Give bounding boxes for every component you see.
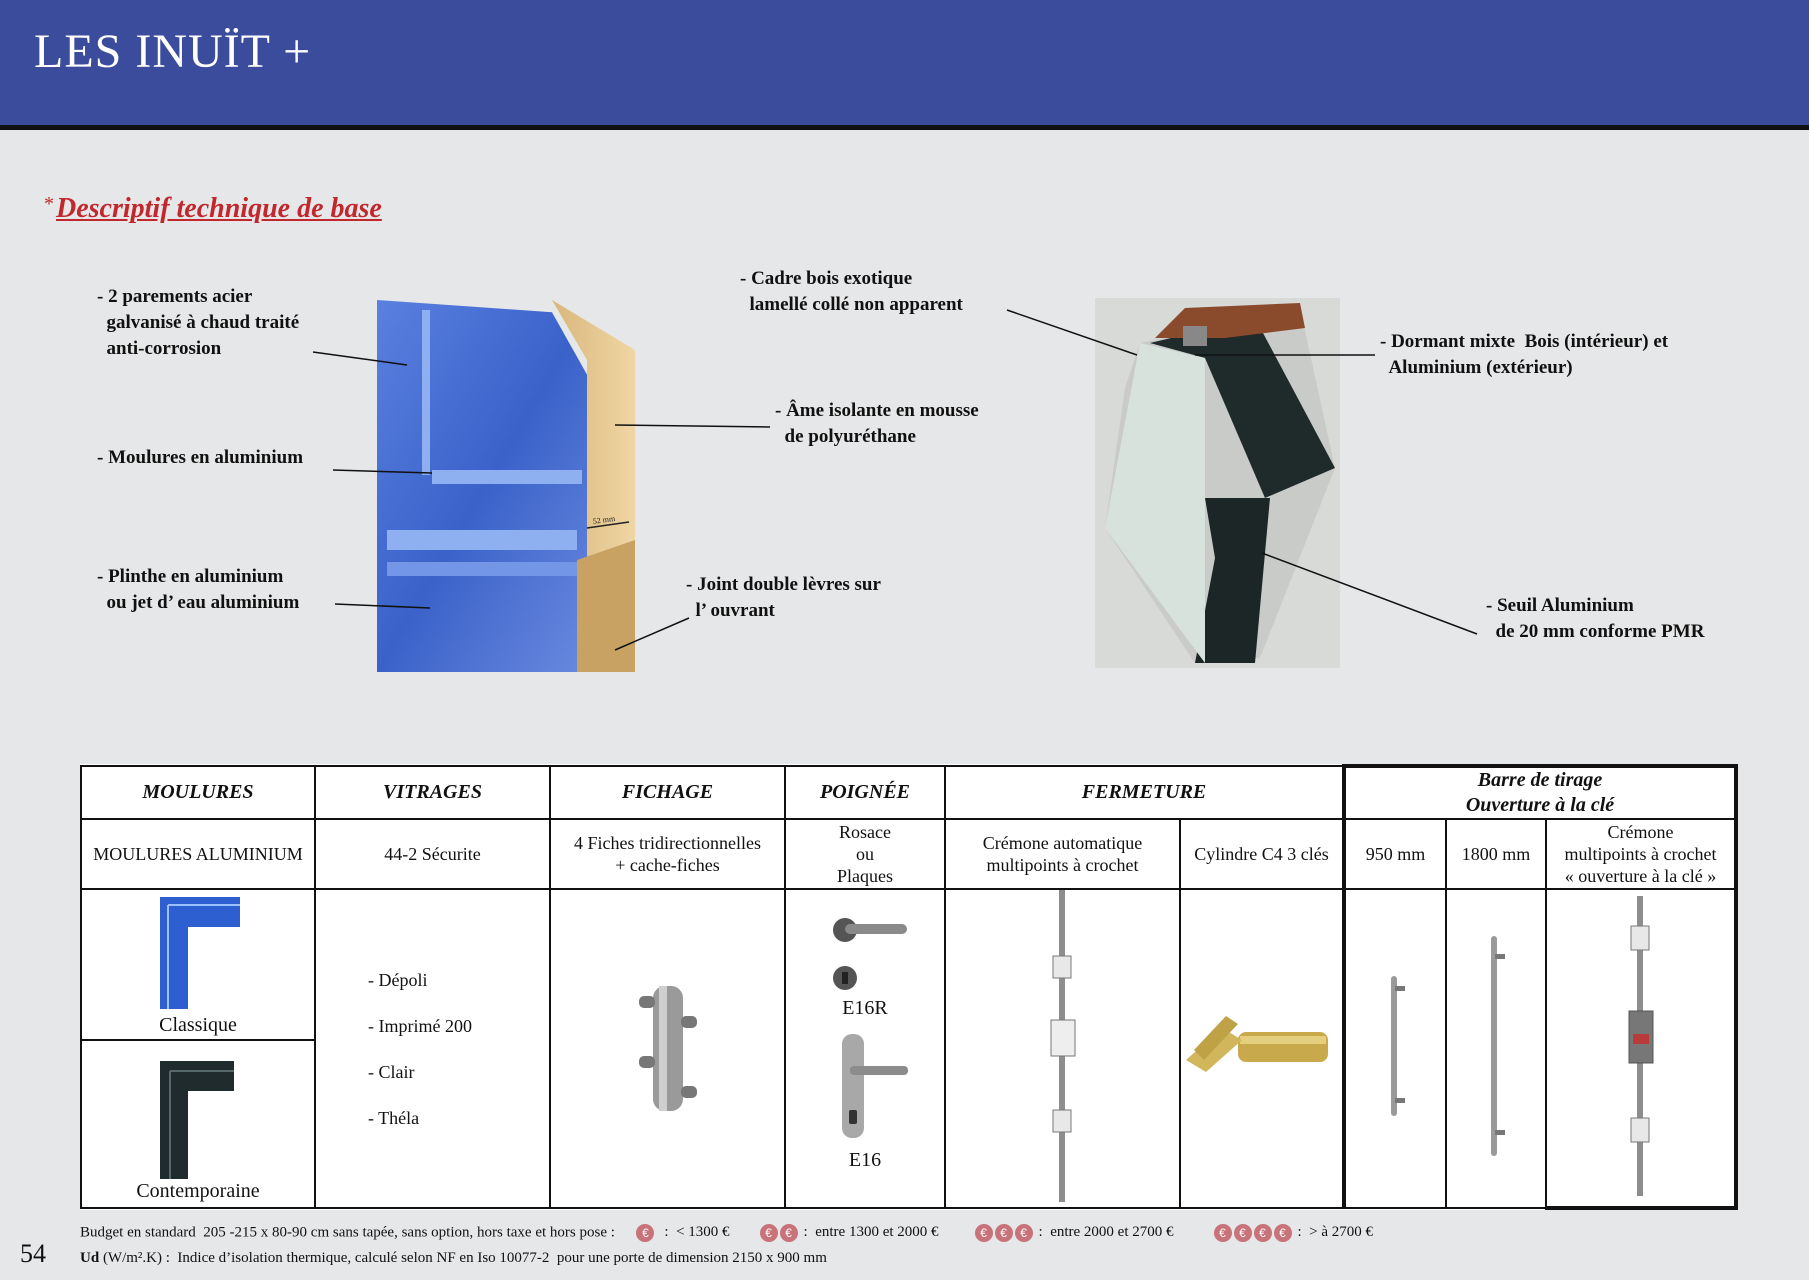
vitrage-option: - Dépoli — [368, 969, 428, 990]
moulure-contemporaine-label: Contemporaine — [136, 1179, 260, 1202]
pull-bar-1800-icon — [1491, 936, 1506, 1156]
sub-cremone2-l3: « ouverture à la clé » — [1564, 866, 1717, 886]
header-barre-line2: Ouverture à la clé — [1465, 794, 1615, 816]
sub-poignee-l3: Plaques — [837, 866, 893, 886]
sub-cremone-l2: multipoints à crochet — [986, 855, 1139, 875]
sub-cremone2-l2: multipoints à crochet — [1564, 844, 1717, 864]
rosace-handle-icon — [833, 918, 907, 990]
sub-1800: 1800 mm — [1445, 818, 1548, 890]
euro-badge: € — [994, 1224, 1013, 1242]
vitrage-option: - Clair — [368, 1061, 415, 1082]
moulure-contemporaine-icon — [160, 1060, 234, 1179]
euro-badge: € — [636, 1224, 655, 1242]
cylindre-image-cell — [1178, 888, 1346, 1209]
sub-moulures: MOULURES ALUMINIUM — [80, 818, 316, 890]
moulure-classique-icon — [160, 896, 240, 1009]
callout-joint: - Joint double lèvres sur l’ ouvrant — [686, 574, 881, 621]
moulure-contemporaine: Contemporaine — [82, 1041, 314, 1207]
callout-moulures: - Moulures en aluminium — [97, 447, 304, 468]
euro-badge: € — [1273, 1224, 1292, 1242]
budget-label: Budget en standard 205 -215 x 80-90 cm s… — [80, 1224, 615, 1241]
callout-plinthe: - Plinthe en aluminium ou jet d’ eau alu… — [97, 566, 300, 613]
header-barre-line1: Barre de tirage — [1477, 769, 1603, 791]
ud-line: Ud (W/m².K) : Indice d’isolation thermiq… — [80, 1250, 827, 1267]
sub-fichage-l1: 4 Fiches tridirectionnelles — [574, 833, 761, 853]
cremone-key-lock-icon — [1628, 895, 1654, 1196]
euro-badge: € — [974, 1224, 993, 1242]
cremone-image-cell — [944, 888, 1181, 1209]
section-title: *Descriptif technique de base — [44, 193, 382, 225]
page-title: LES INUÏT + — [34, 25, 312, 78]
sub-poignee-l2: ou — [856, 844, 874, 864]
tier3-text: : entre 2000 et 2700 € — [1038, 1224, 1174, 1241]
sub-poignee-l1: Rosace — [839, 822, 891, 842]
vitrage-option: - Imprimé 200 — [368, 1015, 472, 1036]
poignee-e16r-label: E16R — [842, 997, 888, 1019]
euro-tier4-badge: €€€€ — [1213, 1224, 1294, 1242]
cylinder-key-icon — [1185, 1016, 1328, 1072]
cremone-lock-icon — [1050, 890, 1075, 1202]
barre-1800-image-cell — [1445, 888, 1548, 1209]
pull-bar-950-icon — [1390, 976, 1405, 1116]
page-header — [0, 0, 1809, 130]
tier2-text: : entre 1300 et 2000 € — [803, 1224, 939, 1241]
euro-badge: € — [759, 1224, 778, 1242]
callout-cadre: - Cadre bois exotique lamellé collé non … — [740, 268, 963, 315]
header-moulures: MOULURES — [80, 765, 316, 820]
header-vitrages: VITRAGES — [314, 765, 551, 820]
moulure-classique: Classique — [82, 891, 314, 1041]
sub-cremone2-l1: Crémone — [1607, 822, 1674, 842]
fichage-image-cell — [549, 888, 786, 1209]
measure-label: 52 mm — [592, 514, 616, 526]
euro-badge: € — [779, 1224, 798, 1242]
euro-badge: € — [1014, 1224, 1033, 1242]
door-section-illustration: 52 mm — [377, 300, 635, 672]
euro-tier2-badge: €€ — [759, 1224, 800, 1242]
sub-cremone-l1: Crémone automatique — [982, 833, 1143, 853]
sub-vitrages: 44-2 Sécurite — [314, 818, 551, 890]
plaque-handle-icon — [842, 1034, 908, 1138]
moulures-images-cell: Classique Contemporaine — [80, 888, 316, 1209]
frame-section-illustration — [1095, 298, 1340, 668]
hinge-icon — [638, 986, 697, 1111]
sub-cylindre: Cylindre C4 3 clés — [1178, 818, 1346, 890]
sub-fichage: 4 Fiches tridirectionnelles+ cache-fiche… — [549, 818, 786, 890]
euro-tier1-badge: € — [636, 1224, 656, 1242]
tier1-text: : < 1300 € — [664, 1224, 730, 1241]
header-fermeture: FERMETURE — [943, 765, 1346, 820]
spec-table: MOULURES VITRAGES FICHAGE POIGNÉE FERMET… — [80, 764, 1739, 1210]
section-title-text: Descriptif technique de base — [56, 193, 382, 224]
callout-ame: - Âme isolante en mousse de polyuréthane — [775, 400, 979, 447]
poignee-images-cell: E16R E16 — [784, 888, 946, 1209]
barre-950-image-cell — [1342, 888, 1448, 1209]
callout-seuil: - Seuil Aluminium de 20 mm conforme PMR — [1486, 595, 1705, 642]
tier4-text: : > à 2700 € — [1297, 1224, 1374, 1241]
budget-line: Budget en standard 205 -215 x 80-90 cm s… — [80, 1224, 1373, 1242]
callout-dormant: - Dormant mixte Bois (intérieur) et Alum… — [1380, 331, 1669, 378]
sub-950: 950 mm — [1342, 818, 1448, 890]
callout-parements: - 2 parements acier galvanisé à chaud tr… — [97, 286, 300, 359]
header-fichage: FICHAGE — [549, 765, 786, 820]
page-number: 54 — [20, 1239, 46, 1268]
euro-badge: € — [1213, 1224, 1232, 1242]
vitrage-option: - Théla — [368, 1107, 420, 1128]
ud-text: (W/m².K) : Indice d’isolation thermique,… — [99, 1250, 827, 1266]
euro-tier3-badge: €€€ — [974, 1224, 1035, 1242]
cremone-cle-image-cell — [1545, 888, 1739, 1210]
ud-label: Ud — [80, 1250, 100, 1266]
asterisk: * — [44, 193, 54, 215]
poignee-e16-label: E16 — [848, 1149, 882, 1171]
euro-badge: € — [1253, 1224, 1272, 1242]
sub-fichage-l2: + cache-fiches — [615, 855, 720, 875]
euro-badge: € — [1233, 1224, 1252, 1242]
moulure-classique-label: Classique — [159, 1013, 237, 1036]
vitrages-list: - Dépoli - Imprimé 200 - Clair - Théla — [314, 888, 551, 1209]
header-poignee: POIGNÉE — [784, 765, 946, 820]
